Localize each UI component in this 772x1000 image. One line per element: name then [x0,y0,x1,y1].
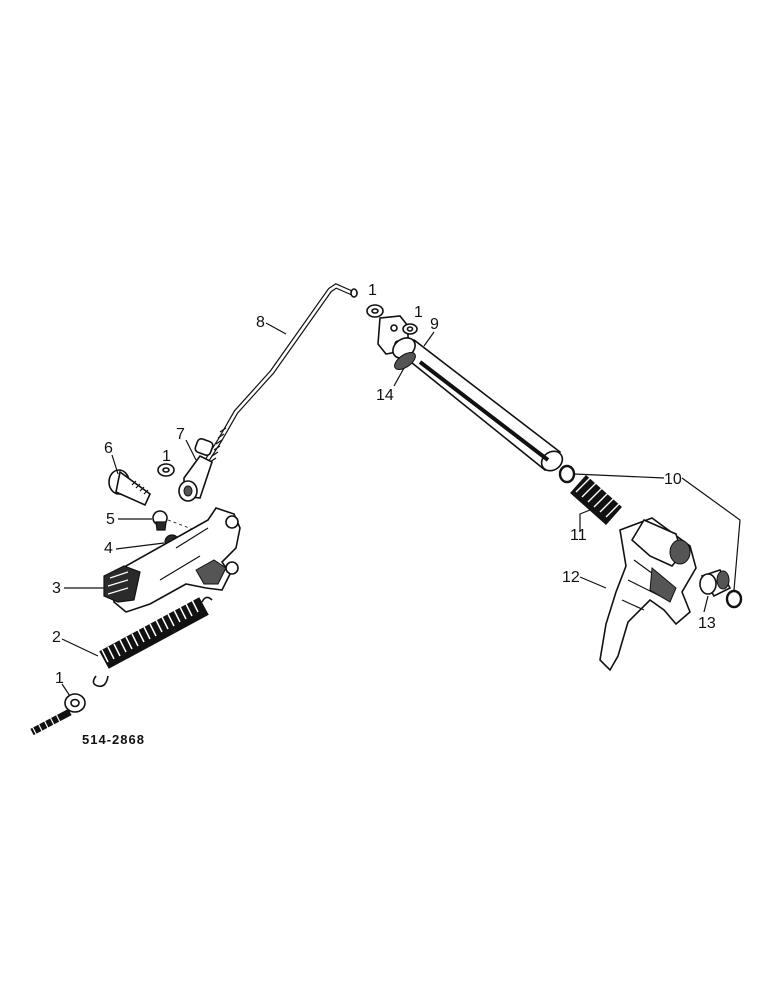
callout-10: 10 [664,471,682,488]
callout-14: 14 [376,387,394,404]
compression-spring [570,475,627,525]
shaft [377,315,564,472]
bolt [108,469,151,507]
callout-5: 5 [106,511,115,528]
callout-1-rodend: 1 [368,282,377,299]
callout-8: 8 [256,314,265,331]
callout-11: 11 [570,527,587,544]
clevis-washer [157,463,175,477]
callout-4: 4 [104,540,113,557]
callout-7: 7 [176,426,185,443]
callout-1-shaft: 1 [414,304,423,321]
pedal-lever [103,507,241,613]
tension-spring [92,596,213,688]
callout-9: 9 [430,316,439,333]
callout-6: 6 [104,440,113,457]
callout-3: 3 [52,580,61,597]
callout-13: 13 [698,615,716,632]
callout-1-eyebolt: 1 [55,670,64,687]
shift-rod [203,283,358,464]
callout-12: 12 [562,569,580,586]
ball [152,510,168,531]
bushing [699,569,732,598]
rod-end-washer [366,304,384,318]
callout-2: 2 [52,629,61,646]
shift-fork [599,517,697,672]
shaft-washer [402,323,418,335]
callout-labels: 1 2 3 4 5 6 1 7 8 1 1 9 14 10 11 12 13 [52,282,716,687]
leader-lines [61,322,741,697]
clevis [178,438,214,502]
drawing-code: 514-2868 [82,732,145,747]
callout-1-near7: 1 [162,448,171,465]
eyebolt [30,693,86,736]
